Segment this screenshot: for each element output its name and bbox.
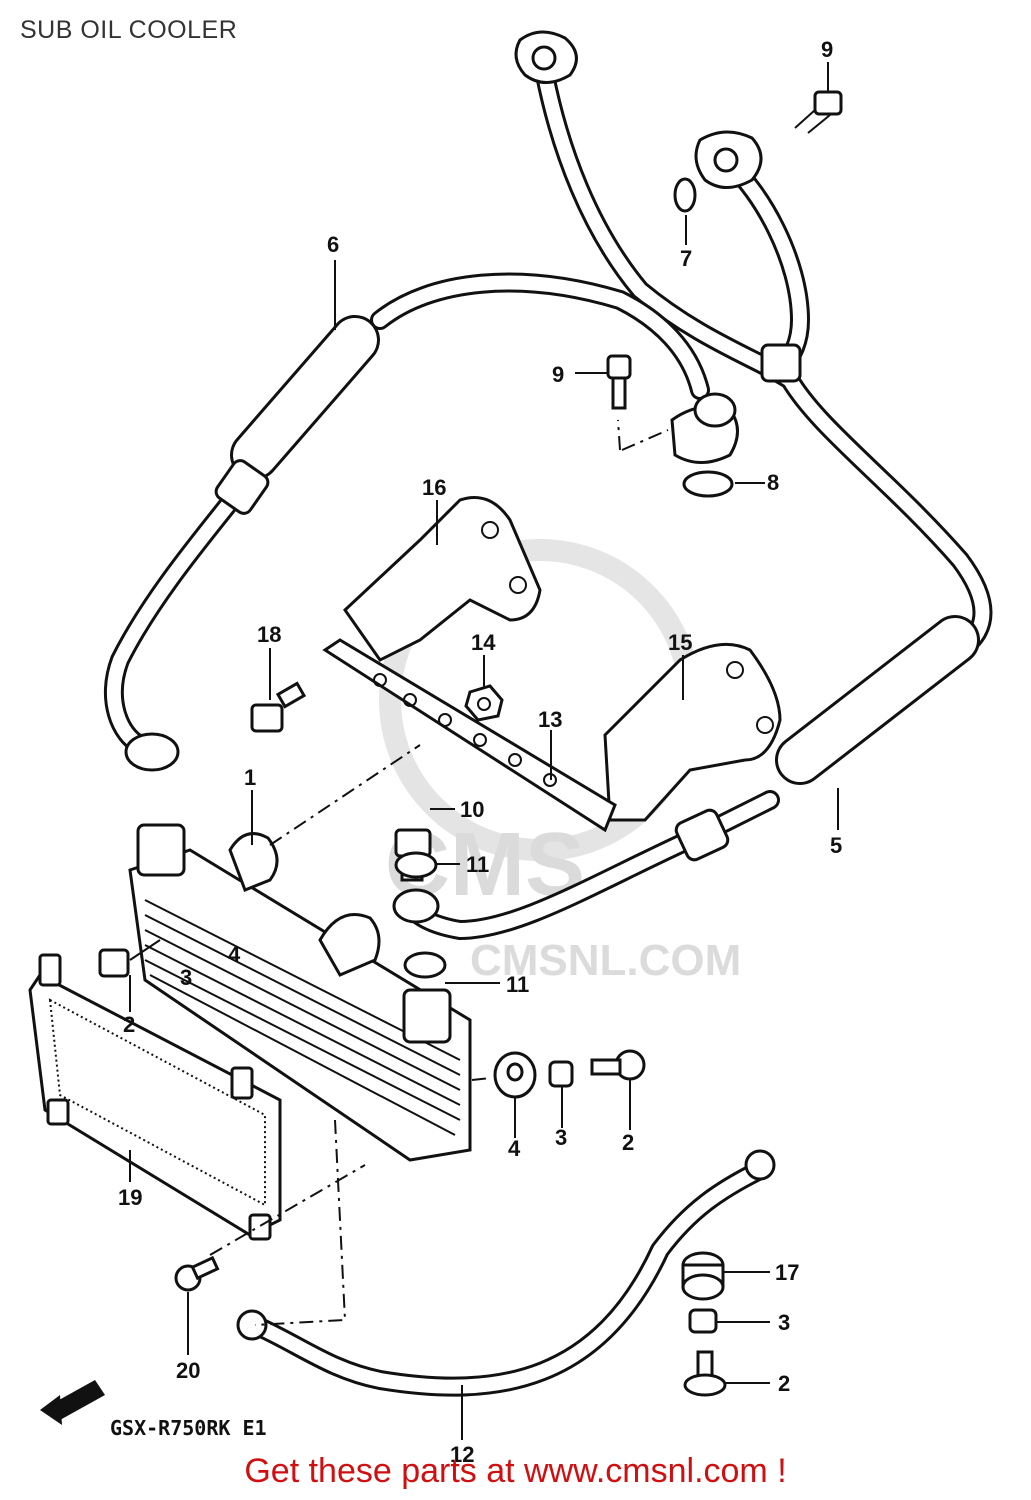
collar-3 (548, 1060, 574, 1088)
collar-3-lower (688, 1308, 718, 1334)
callout-9: 9 (821, 37, 833, 62)
oil-hose-right (392, 615, 980, 940)
alignment-line (471, 1077, 491, 1081)
callout-3: 3 (180, 965, 192, 990)
grommet-4 (493, 1051, 537, 1099)
mounting-plate-12 (322, 638, 617, 833)
callout-13: 14 (471, 630, 496, 655)
nut-13 (464, 684, 504, 722)
callout-11: 11 (466, 852, 489, 877)
callout-4: 4 (228, 942, 241, 967)
callout-16: 12 (450, 1442, 474, 1467)
grille-guard-19 (28, 953, 282, 1241)
cooler-mount-tab (228, 832, 279, 892)
front-arrow-icon (40, 1380, 105, 1425)
footer-link[interactable]: Get these parts at www.cmsnl.com ! (244, 1452, 787, 1490)
oil-pipe-upper (535, 65, 993, 660)
callout-17: 18 (257, 622, 281, 647)
bolt-2-left (98, 939, 161, 978)
oil-hose-left (103, 272, 710, 772)
grommet-18 (681, 1251, 725, 1301)
bolt-9-middle (606, 354, 632, 410)
callout-20: 20 (176, 1358, 200, 1383)
callout-2: 2 (778, 1371, 790, 1396)
bolt-9-top (794, 90, 843, 134)
callout-15: 16 (422, 475, 446, 500)
o-ring-8 (682, 470, 734, 498)
callout-18: 17 (775, 1260, 799, 1285)
callout-8: 8 (767, 470, 779, 495)
callout-3: 3 (778, 1310, 790, 1335)
washer-11-lower (403, 951, 447, 979)
cooler-fitting-right (402, 988, 452, 1044)
callout-5: 5 (830, 833, 842, 858)
oil-cooler-core (128, 823, 472, 1162)
cooler-mount-tab-center (318, 913, 381, 977)
cooler-fitting-left (136, 823, 186, 877)
bolt-2-right (590, 1049, 646, 1081)
callout-2: 2 (123, 1012, 135, 1037)
callout-6: 6 (327, 232, 339, 257)
o-ring-7 (673, 177, 697, 213)
alignment-line (254, 1119, 347, 1326)
callout-4: 4 (508, 1136, 521, 1161)
callout-12: 13 (538, 707, 562, 732)
callout-10: 10 (460, 797, 484, 822)
pipe-elbow-fitting (670, 392, 739, 464)
bolt-17 (250, 681, 307, 733)
alignment-line (269, 744, 421, 846)
callout-7: 7 (680, 246, 692, 271)
lower-bracket-16 (236, 1149, 776, 1397)
page-title: SUB OIL COOLER (20, 16, 238, 44)
washer-11-upper (394, 851, 438, 879)
alignment-line (209, 1164, 366, 1256)
callout-19: 19 (118, 1185, 142, 1210)
bolt-20 (174, 1255, 220, 1292)
callout-2: 2 (622, 1130, 634, 1155)
bolt-2-lower (683, 1350, 727, 1397)
pipe-clamp (760, 343, 802, 383)
watermark-text: CMSNL.COM (470, 936, 741, 985)
pipe-flange-top-right (694, 130, 763, 189)
alignment-line (617, 419, 669, 451)
leader-lines (129, 62, 839, 1440)
bracket-15 (343, 496, 542, 662)
callout-1: 1 (244, 765, 256, 790)
callout-3: 3 (555, 1125, 567, 1150)
model-code: GSX-R750RK E1 (110, 1416, 267, 1440)
callout-14: 15 (668, 630, 692, 655)
callout-11: 11 (506, 972, 529, 997)
callout-9: 9 (552, 362, 564, 387)
bracket-14 (603, 642, 782, 822)
pipe-flange-top-left (514, 30, 578, 84)
